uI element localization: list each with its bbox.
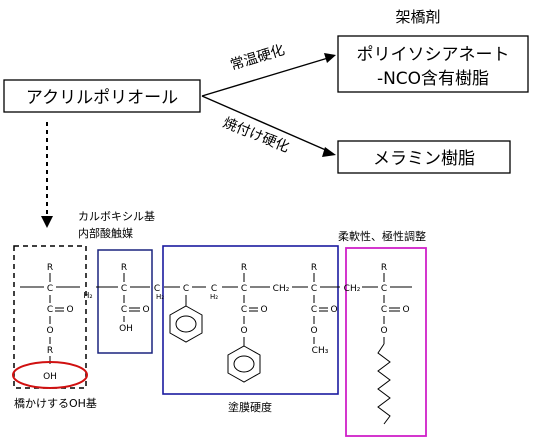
svg-text:O: O [46, 326, 53, 336]
carboxyl-label: カルボキシル基 [78, 210, 155, 223]
melamine-box [337, 140, 511, 174]
internal-acid-catalyst-label: 内部酸触媒 [78, 226, 133, 240]
svg-text:O: O [380, 326, 387, 336]
svg-text:O: O [402, 305, 409, 315]
svg-text:O: O [66, 305, 73, 315]
svg-text:OH: OH [119, 324, 133, 334]
svg-text:H₂: H₂ [210, 293, 218, 301]
unit-long-chain-ester: R C C O O [377, 263, 410, 425]
carboxyl-box [97, 249, 153, 354]
svg-text:C: C [47, 284, 53, 294]
svg-text:C: C [47, 305, 53, 315]
svg-text:C: C [183, 284, 189, 294]
svg-text:O: O [142, 305, 149, 315]
svg-text:C: C [154, 284, 160, 294]
svg-text:CH₂: CH₂ [344, 284, 361, 294]
svg-text:O: O [310, 326, 317, 336]
svg-text:O: O [240, 326, 247, 336]
crosslinker-heading: 架橋剤 [395, 8, 440, 26]
acrylic-polyol-label: アクリルポリオール [26, 88, 178, 108]
oh-group-box [13, 245, 87, 389]
flexibility-label: 柔軟性、極性調整 [338, 229, 426, 243]
bake-cure-label: 焼付け硬化 [221, 115, 292, 156]
bake-cure-arrow [201, 95, 329, 152]
svg-text:C: C [311, 284, 317, 294]
oh-highlight-ellipse [12, 361, 88, 389]
unit-methyl-ester: R C C O O CH₃ CH₂ [310, 263, 360, 356]
unit-oh: R C C O O R OH H₂ [43, 263, 93, 382]
flexibility-box [345, 247, 427, 437]
svg-text:C: C [381, 305, 387, 315]
room-temp-arrowhead [324, 53, 336, 63]
polyisocyanate-box [337, 35, 529, 93]
svg-text:C: C [211, 284, 217, 294]
alkyl-chain-zigzag [377, 343, 391, 425]
melamine-label: メラミン樹脂 [373, 149, 475, 169]
svg-text:C: C [121, 305, 127, 315]
crosslinking-oh-label: 橋かけするOH基 [14, 396, 97, 410]
film-hardness-label: 塗膜硬度 [228, 400, 272, 414]
svg-text:OH: OH [43, 372, 57, 382]
svg-text:R: R [47, 346, 53, 356]
unit-phenyl-ester: R C C O O CH₂ [227, 263, 290, 383]
svg-text:C: C [241, 284, 247, 294]
svg-text:R: R [311, 263, 317, 273]
svg-text:O: O [260, 305, 267, 315]
svg-text:C: C [311, 305, 317, 315]
svg-text:CH₃: CH₃ [312, 346, 329, 356]
svg-text:R: R [121, 263, 127, 273]
unit-styrene: C C H₂ [169, 284, 218, 343]
nco-resin-label: -NCO含有樹脂 [377, 69, 489, 89]
svg-text:R: R [47, 263, 53, 273]
room-temp-cure-arrow [201, 57, 329, 97]
bake-arrowhead [322, 147, 336, 157]
svg-text:CH₂: CH₂ [273, 284, 290, 294]
room-temp-cure-label: 常温硬化 [228, 42, 286, 74]
hardness-box [162, 245, 339, 395]
polyisocyanate-label: ポリイソシアネート [357, 45, 510, 65]
svg-text:R: R [241, 263, 247, 273]
svg-text:H₂: H₂ [156, 293, 164, 301]
acrylic-polyol-box [3, 79, 201, 113]
svg-text:C: C [381, 284, 387, 294]
svg-text:O: O [330, 305, 337, 315]
svg-text:C: C [121, 284, 127, 294]
svg-text:C: C [241, 305, 247, 315]
svg-text:R: R [381, 263, 387, 273]
unit-carboxyl: R C C O OH C H₂ [119, 263, 164, 334]
dashed-arrowhead [41, 216, 53, 228]
svg-text:H₂: H₂ [83, 291, 92, 300]
